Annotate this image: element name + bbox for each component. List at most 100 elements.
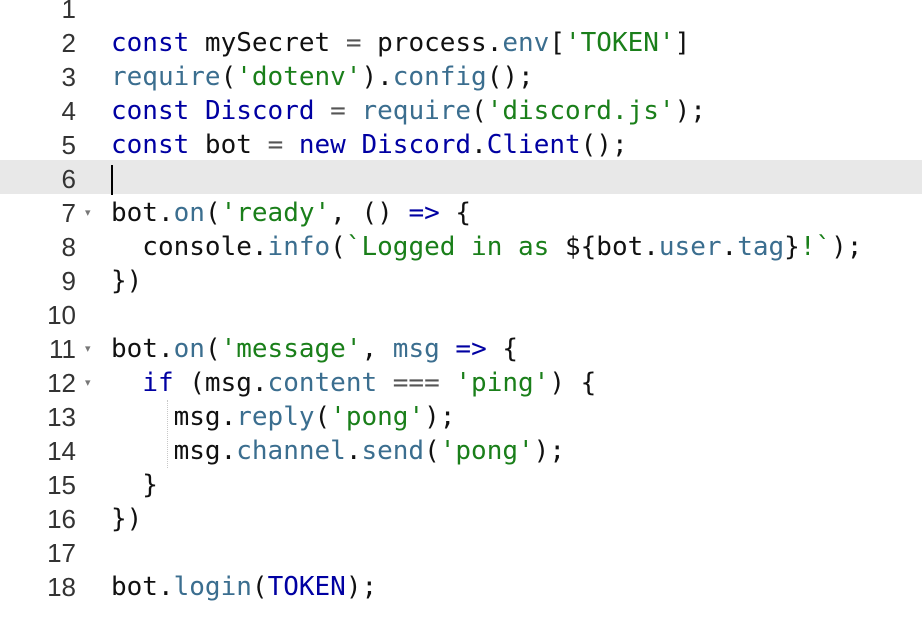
class-token: Discord [361, 130, 472, 160]
punctuation-token: . [471, 130, 487, 160]
active-line-highlight [0, 160, 922, 194]
string-token: 'dotenv' [236, 62, 362, 92]
code-line-17[interactable] [111, 536, 922, 570]
code-line-12[interactable]: if (msg.content === 'ping') { [111, 366, 922, 400]
keyword-token: if [142, 368, 174, 398]
punctuation-token: ( [471, 96, 487, 126]
line-number: 7 [61, 198, 76, 228]
gutter-row-12: 12▾ [0, 366, 100, 400]
code-line-9[interactable]: }) [111, 264, 922, 298]
code-line-1[interactable] [111, 0, 922, 26]
operator-token: = [267, 130, 284, 160]
gutter-row-4: 4 [0, 94, 100, 128]
line-number: 9 [61, 266, 76, 296]
string-token: 'message' [220, 334, 362, 364]
punctuation-token: ); [831, 232, 863, 262]
line-number: 4 [61, 96, 76, 126]
identifier-token: mySecret [189, 28, 346, 58]
property-token: send [361, 436, 425, 466]
whitespace-token [440, 368, 456, 398]
punctuation-token: }) [111, 504, 143, 534]
punctuation-token: ( [204, 334, 221, 364]
code-line-5[interactable]: const bot = new Discord.Client(); [111, 128, 922, 162]
whitespace-token [346, 130, 362, 160]
gutter-row-5: 5 [0, 128, 100, 162]
code-line-4[interactable]: const Discord = require('discord.js'); [111, 94, 922, 128]
punctuation-token: ( [204, 198, 221, 228]
code-line-13[interactable]: msg.reply('pong'); [111, 400, 922, 434]
code-line-18[interactable]: bot.login(TOKEN); [111, 570, 922, 604]
code-line-8[interactable]: console.info(`Logged in as ${bot.user.ta… [111, 230, 922, 264]
property-token: reply [236, 402, 315, 432]
code-area[interactable]: const mySecret = process.env['TOKEN'] re… [111, 0, 922, 604]
template-string-token: !` [799, 232, 832, 262]
line-number: 2 [61, 28, 76, 58]
gutter-row-2: 2 [0, 26, 100, 60]
line-number: 8 [61, 232, 76, 262]
code-line-3[interactable]: require('dotenv').config(); [111, 60, 922, 94]
code-line-2[interactable]: const mySecret = process.env['TOKEN'] [111, 26, 922, 60]
gutter-row-10: 10 [0, 298, 100, 332]
operator-token: === [392, 368, 440, 398]
property-token: env [502, 28, 550, 58]
punctuation-token: ); [345, 572, 378, 602]
code-line-6[interactable] [111, 162, 922, 196]
punctuation-token: [ [549, 28, 565, 58]
fold-toggle-icon[interactable]: ▾ [85, 206, 91, 219]
gutter-row-15: 15 [0, 468, 100, 502]
code-line-7[interactable]: bot.on('ready', () => { [111, 196, 922, 230]
keyword-token: const [111, 130, 190, 160]
code-line-16[interactable]: }) [111, 502, 922, 536]
line-number: 11 [49, 334, 76, 364]
text-cursor [111, 164, 113, 195]
fold-toggle-icon[interactable]: ▾ [85, 376, 91, 389]
identifier-token: bot. [111, 334, 174, 364]
property-token: user [658, 232, 722, 262]
code-line-11[interactable]: bot.on('message', msg => { [111, 332, 922, 366]
line-number: 6 [61, 164, 76, 194]
punctuation-token: (); [580, 130, 628, 160]
punctuation-token: (); [486, 62, 534, 92]
code-line-10[interactable] [111, 298, 922, 332]
punctuation-token: { [439, 198, 472, 228]
string-token: 'discord.js' [486, 96, 675, 126]
gutter-row-6: 6 [0, 162, 100, 196]
whitespace-token [440, 334, 456, 364]
string-token: 'pong' [439, 436, 534, 466]
property-token: tag [737, 232, 785, 262]
property-token: content [267, 368, 378, 398]
identifier-token: msg. [111, 402, 237, 432]
code-line-14[interactable]: msg.channel.send('pong'); [111, 434, 922, 468]
line-number: 3 [61, 62, 76, 92]
gutter-row-11: 11 ▾ [0, 332, 100, 366]
class-token: Client [486, 130, 581, 160]
arrow-operator-token: => [408, 198, 440, 228]
line-number-gutter[interactable]: 1 2 3 4 5 6 7▾ 8 9 10 11▾ 12▾ 13 14 15 1… [0, 0, 100, 604]
punctuation-token: ] [674, 28, 691, 58]
indent-guide [167, 400, 168, 468]
operator-token: = [345, 28, 362, 58]
string-token: 'ready' [220, 198, 331, 228]
punctuation-token: ( [220, 62, 237, 92]
fold-toggle-icon[interactable]: ▾ [85, 342, 91, 355]
identifier-token: bot. [111, 198, 174, 228]
keyword-token: const [111, 28, 190, 58]
whitespace-token [377, 368, 393, 398]
gutter-row-17: 17 [0, 536, 100, 570]
punctuation-token: ( [251, 572, 268, 602]
punctuation-token: ( [424, 436, 440, 466]
code-line-15[interactable]: } [111, 468, 922, 502]
identifier-token: ${bot. [564, 232, 659, 262]
gutter-row-8: 8 [0, 230, 100, 264]
string-token: 'pong' [330, 402, 425, 432]
gutter-row-13: 13 [0, 400, 100, 434]
property-token: on [173, 334, 205, 364]
punctuation-token: ). [361, 62, 393, 92]
line-number: 18 [47, 572, 76, 602]
punctuation-token: } [784, 232, 800, 262]
line-number: 17 [47, 538, 76, 568]
string-token: 'TOKEN' [565, 28, 675, 58]
keyword-token: const [111, 96, 190, 126]
property-token: config [392, 62, 487, 92]
